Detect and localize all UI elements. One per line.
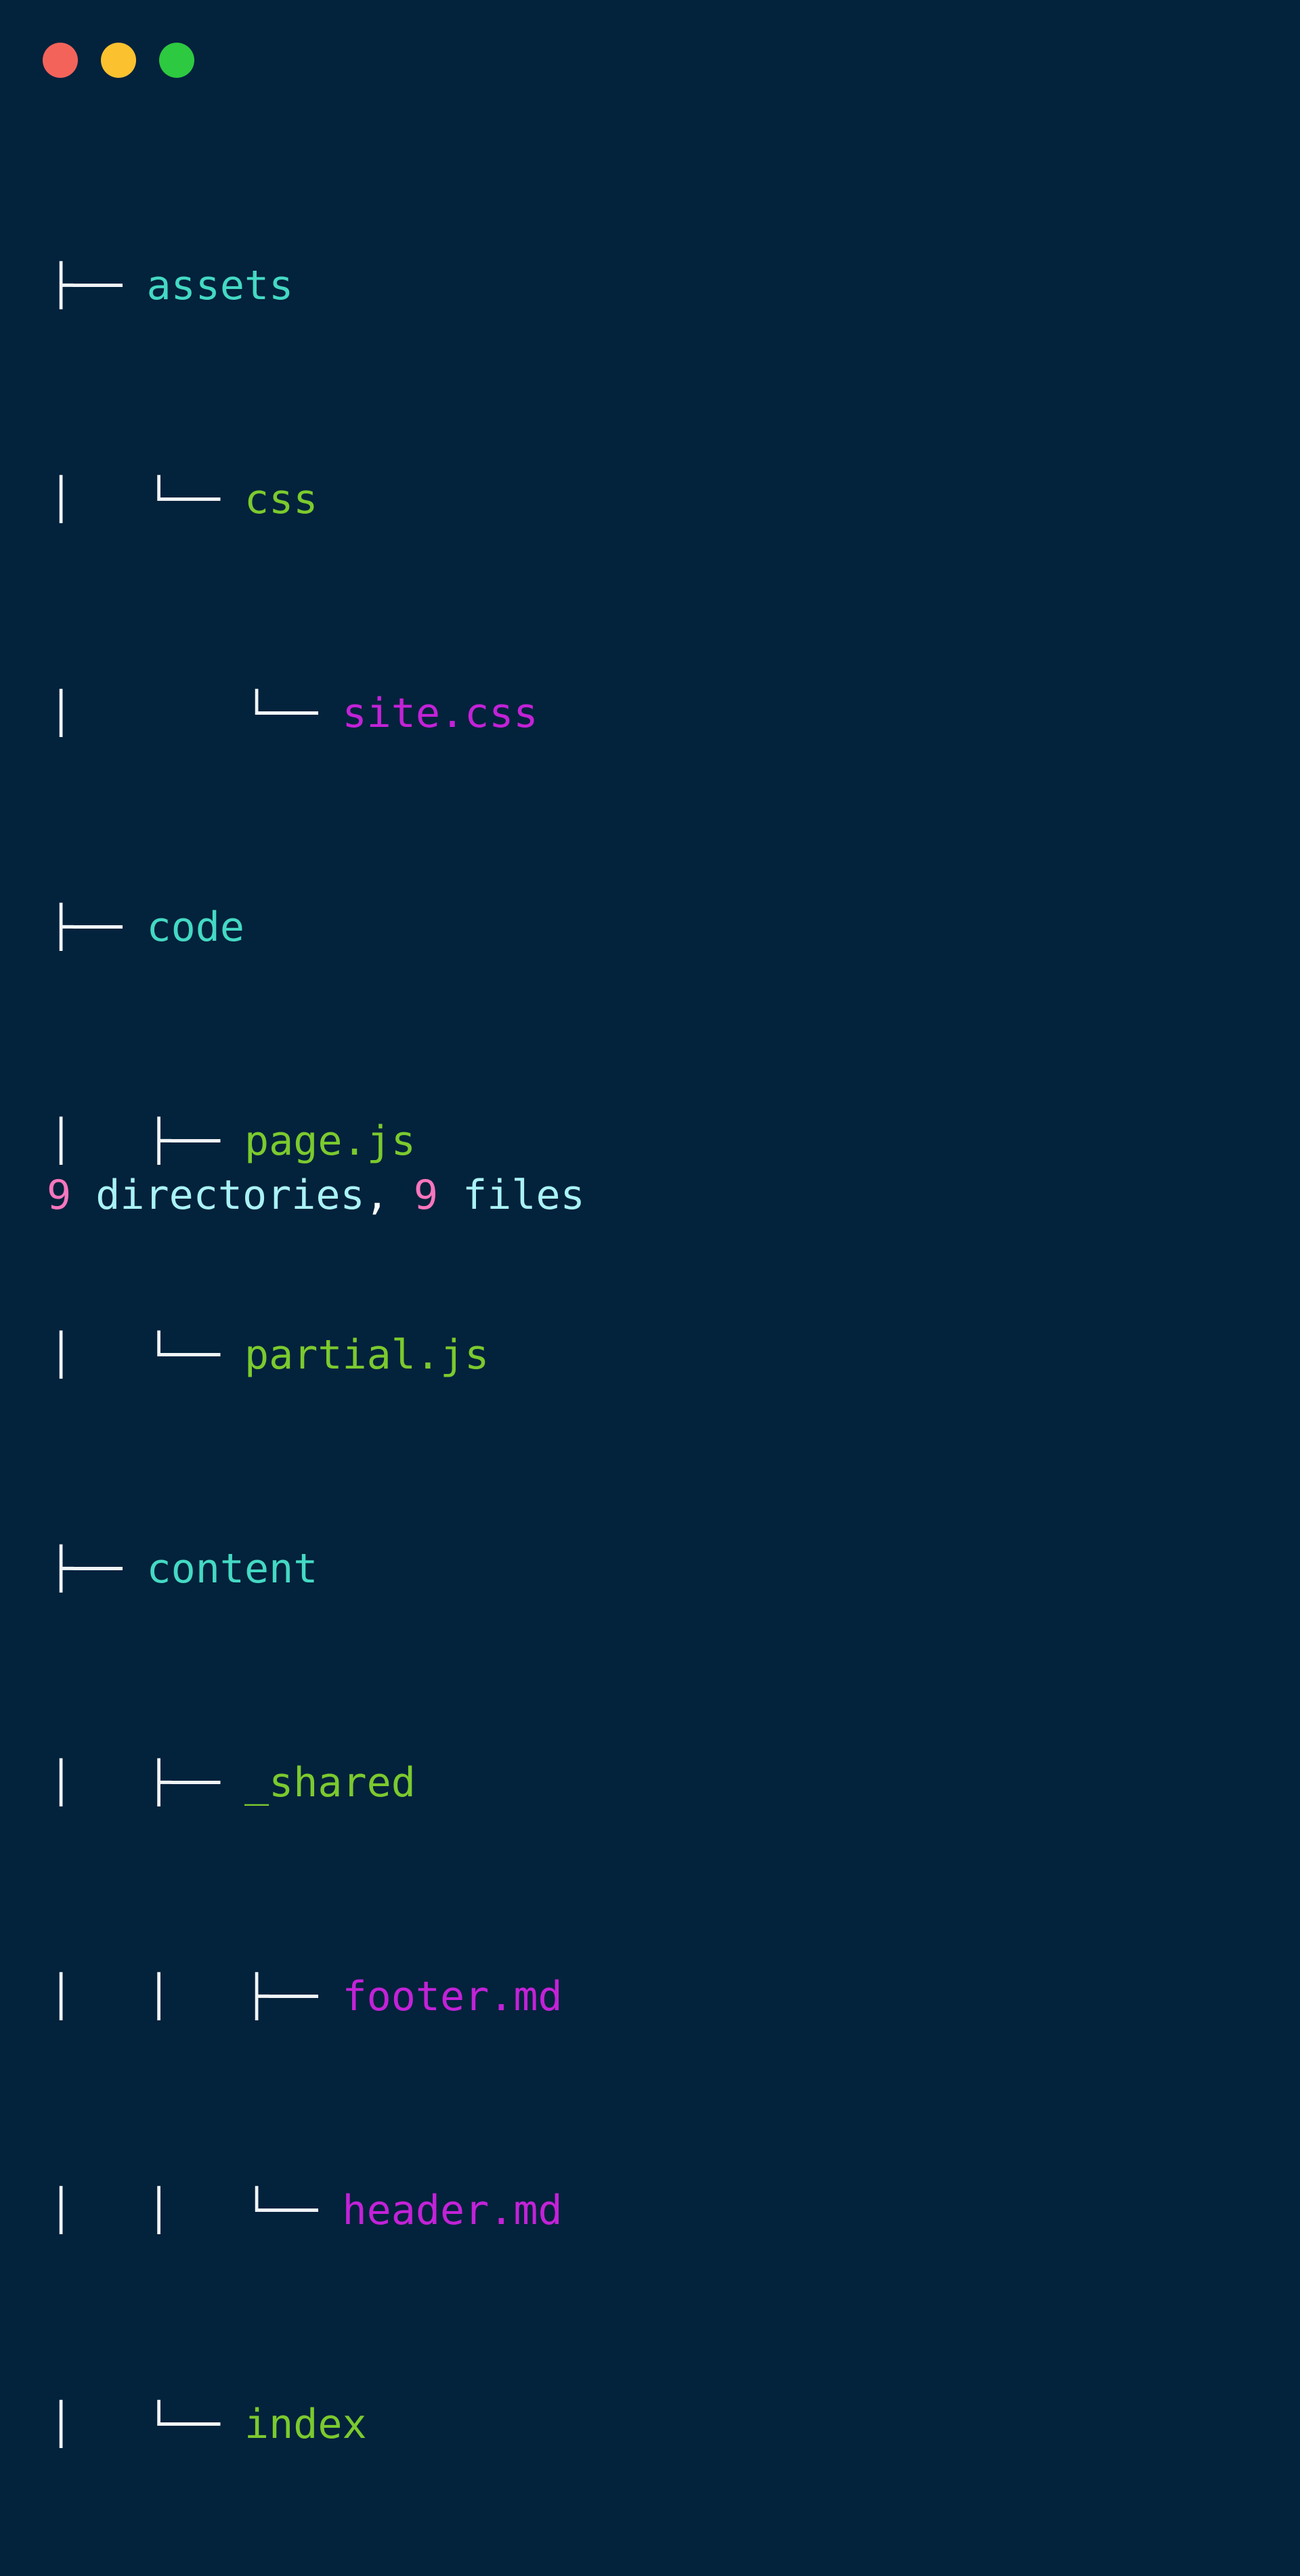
tree-branch-lines: │ └── [49,2401,244,2448]
tree-entry-name: site.css [342,690,538,737]
tree-row: │ ├── page.js [49,1115,636,1168]
tree-row: │ │ └── header.md [49,2184,636,2238]
tree-branch-lines: │ └── [49,1331,244,1379]
tree-entry-name: index [244,2401,367,2448]
summary-segment: , [364,1172,389,1219]
tree-entry-name: content [146,1545,318,1593]
tree-row: │ ├── _shared [49,1756,636,1810]
summary-segment: 9 [413,1172,438,1219]
tree-entry-name: header.md [342,2187,563,2234]
tree-branch-lines: │ ├── [49,1759,244,1806]
tree-row: │ └── index [49,2398,636,2451]
tree-branch-lines: │ └── [49,690,343,737]
tree-entry-name: _shared [244,1759,416,1806]
tree-entry-name: code [146,904,245,951]
tree-row: │ │ ├── footer.md [49,1970,636,2024]
summary-segment [389,1172,414,1219]
tree-row: ├── code [49,901,636,954]
tree-row: │ └── site.css [49,687,636,740]
tree-row: ├── content [49,1542,636,1596]
tree-branch-lines: │ ├── [49,1117,244,1165]
tree-row: ├── assets [49,259,636,313]
zoom-button[interactable] [159,43,194,78]
tree-branch-lines: ├── [49,1545,147,1593]
tree-entry-name: assets [146,262,294,309]
tree-branch-lines: ├── [49,262,147,309]
tree-entry-name: partial.js [244,1331,490,1379]
tree-branch-lines: │ │ └── [49,2187,343,2234]
terminal-window: ├── assets │ └── css │ └── site.css ├── … [0,43,585,2448]
tree-branch-lines: │ │ ├── [49,1973,343,2020]
summary-segment: directories [71,1172,365,1219]
summary-segment: 9 [47,1172,72,1219]
tree-output: ├── assets │ └── css │ └── site.css ├── … [0,152,636,2576]
tree-entry-name: css [244,476,318,523]
window-controls [43,43,194,78]
tree-row: │ └── css [49,473,636,527]
minimize-button[interactable] [101,43,136,78]
tree-entry-name: page.js [244,1117,416,1165]
tree-summary: 9 directories, 9 files [0,1169,585,1222]
tree-entry-name: footer.md [342,1973,563,2020]
tree-branch-lines: ├── [49,904,147,951]
summary-segment: files [437,1172,585,1219]
tree-branch-lines: │ └── [49,476,244,523]
close-button[interactable] [43,43,78,78]
tree-row: │ └── partial.js [49,1329,636,1382]
